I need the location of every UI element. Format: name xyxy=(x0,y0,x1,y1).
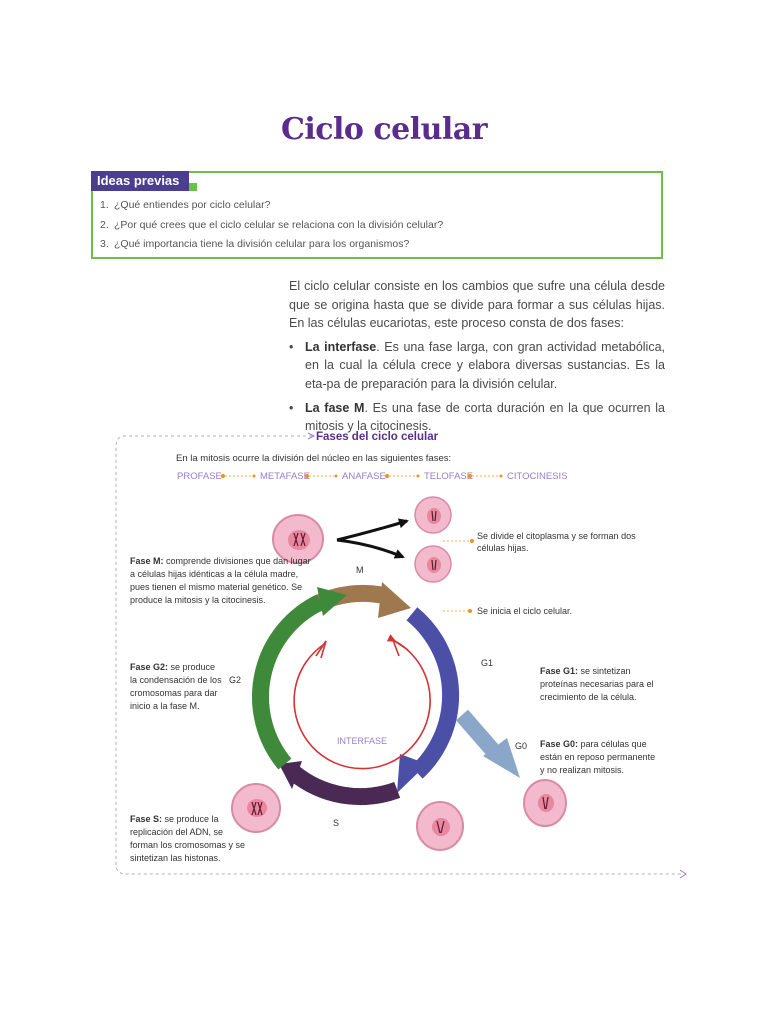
phase-anafase: ANAFASE xyxy=(342,471,386,482)
note-fase-m: Fase M: comprende divisiones que dan lug… xyxy=(130,556,313,605)
s-cell-left xyxy=(231,783,281,833)
g0-cell xyxy=(523,779,567,827)
frame-arrow-head-bottom xyxy=(679,869,687,879)
question-number: 3. xyxy=(100,238,109,250)
phase-citocinesis: CITOCINESIS xyxy=(507,471,568,482)
note-fase-g1: Fase G1: se sintetizan proteínas necesar… xyxy=(540,666,656,702)
note-fase-g0: Fase G0: para células que están en repos… xyxy=(540,739,658,775)
label-m: M xyxy=(356,565,364,575)
page-title: Ciclo celular xyxy=(280,112,488,147)
intro-text: El ciclo celular consiste en los cambios… xyxy=(289,277,665,436)
cell-cycle-diagram: Fases del ciclo celular En la mitosis oc… xyxy=(115,431,687,879)
s-cell-right xyxy=(416,801,464,851)
bullet-term: La fase M xyxy=(305,400,365,415)
arc-g1 xyxy=(406,607,460,779)
arc-s xyxy=(287,765,401,806)
bullet-dot: • xyxy=(289,400,294,415)
label-s: S xyxy=(333,818,339,828)
bullet-interfase: • La interfase. Es una fase larga, con gr… xyxy=(289,338,665,394)
question-text: ¿Qué entiendes por ciclo celular? xyxy=(114,199,271,211)
note-connector-inicio xyxy=(443,609,472,613)
inner-arrow-left xyxy=(315,640,327,659)
frame-dashed-line xyxy=(115,435,682,875)
bullet-text: . Es una fase larga, con gran actividad … xyxy=(305,339,665,391)
ideas-previas-heading: Ideas previas xyxy=(91,171,189,191)
bullet-fase-m: • La fase M. Es una fase de corta duració… xyxy=(289,399,665,436)
phase-connectors xyxy=(221,474,503,478)
ideas-previas-accent xyxy=(189,183,197,191)
division-arrow-down xyxy=(336,538,405,559)
arc-g2 xyxy=(252,594,325,770)
diagram-title: Fases del ciclo celular xyxy=(316,431,439,443)
phase-profase: PROFASE xyxy=(177,471,222,482)
arc-m-head xyxy=(378,582,411,618)
center-label: INTERFASE xyxy=(337,736,387,746)
frame-arrow-head xyxy=(307,432,316,440)
note-fase-s: Fase S: se produce la replicación del AD… xyxy=(130,814,248,863)
inner-arc-right xyxy=(293,634,431,770)
intro-paragraph: El ciclo celular consiste en los cambios… xyxy=(289,279,665,331)
inner-arrow-right xyxy=(391,637,409,657)
question-item: 3. ¿Qué importancia tiene la división cel… xyxy=(100,237,443,257)
daughter-cell-top xyxy=(414,496,452,534)
arc-g1-head xyxy=(397,754,427,793)
mitosis-intro: En la mitosis ocurre la división del núc… xyxy=(176,453,451,464)
ideas-previas-box xyxy=(91,171,663,259)
question-number: 1. xyxy=(100,199,109,211)
note-fase-g2: Fase G2: se produce la condensación de l… xyxy=(130,662,224,711)
arc-g2-head xyxy=(317,587,347,616)
label-g0: G0 xyxy=(515,741,527,751)
question-item: 2. ¿Por qué crees que el ciclo celular se… xyxy=(100,218,443,238)
g0-arrow xyxy=(455,709,503,760)
phase-metafase: METAFASE xyxy=(260,471,310,482)
division-arrow-up xyxy=(336,518,409,542)
g0-arrow-head xyxy=(483,738,520,778)
phase-telofase: TELOFASE xyxy=(424,471,473,482)
bullet-dot: • xyxy=(289,339,294,354)
question-item: 1. ¿Qué entiendes por ciclo celular? xyxy=(100,198,443,218)
question-text: ¿Por qué crees que el ciclo celular se r… xyxy=(114,218,444,231)
ideas-previas-list: 1. ¿Qué entiendes por ciclo celular? 2. ¿P… xyxy=(100,198,443,257)
label-g2: G2 xyxy=(229,675,241,685)
question-number: 2. xyxy=(100,218,109,231)
question-text: ¿Qué importancia tiene la división celul… xyxy=(114,238,410,250)
bullet-text: . Es una fase de corta duración en la qu… xyxy=(305,400,665,434)
label-g1: G1 xyxy=(481,658,493,668)
arc-s-head xyxy=(279,761,302,789)
note-connector-citoplasma xyxy=(443,539,474,543)
note-citoplasma: Se divide el citoplasma y se forman dos … xyxy=(477,531,638,553)
mother-cell xyxy=(272,514,324,564)
daughter-cell-bottom xyxy=(414,545,452,583)
note-inicio: Se inicia el ciclo celular. xyxy=(477,606,572,616)
bullet-term: La interfase xyxy=(305,339,377,354)
